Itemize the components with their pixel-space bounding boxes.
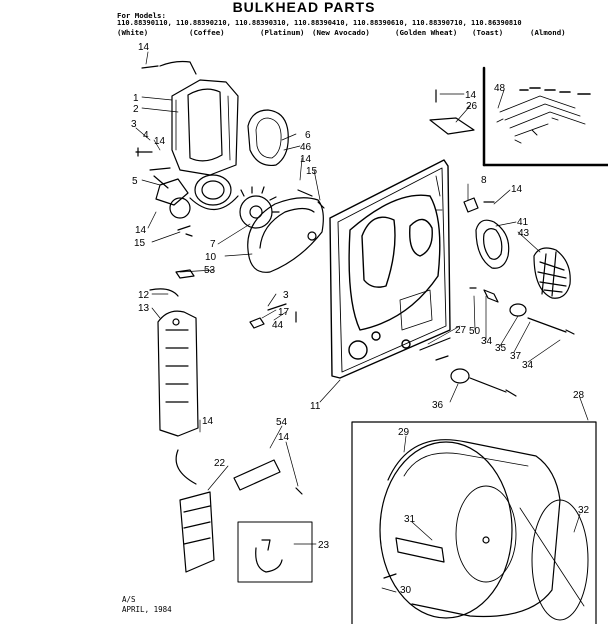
duct-housing bbox=[171, 79, 239, 176]
kit-part bbox=[255, 539, 283, 573]
callout-label: 27 bbox=[455, 325, 467, 336]
callout-labels: 14 1 2 3 4 14 5 14 15 6 46 14 15 7 10 53… bbox=[131, 42, 590, 596]
callout-label: 8 bbox=[481, 175, 487, 186]
page-title: BULKHEAD PARTS bbox=[232, 0, 376, 15]
screw bbox=[297, 189, 325, 209]
switch bbox=[249, 303, 297, 329]
callout-label: 4 bbox=[143, 130, 149, 141]
callout-label: 44 bbox=[272, 320, 284, 331]
callout-label: 15 bbox=[306, 166, 318, 177]
callout-label: 31 bbox=[404, 514, 416, 525]
callout-label: 36 bbox=[432, 400, 444, 411]
callout-label: 41 bbox=[517, 217, 529, 228]
callout-label: 3 bbox=[131, 119, 137, 130]
callout-label: 30 bbox=[400, 585, 412, 596]
clip bbox=[175, 269, 195, 279]
callout-label: 26 bbox=[466, 101, 478, 112]
callout-label: 37 bbox=[510, 351, 522, 362]
kit-box bbox=[237, 521, 313, 583]
footer-as: A/S bbox=[122, 595, 136, 604]
callout-label: 10 bbox=[205, 252, 217, 263]
callout-label: 13 bbox=[138, 303, 150, 314]
bracket bbox=[429, 117, 475, 135]
bracket-small bbox=[463, 197, 495, 213]
callout-label: 54 bbox=[276, 417, 288, 428]
drum-inset bbox=[351, 421, 597, 624]
models-label: For Models: bbox=[117, 11, 166, 20]
leader-lines bbox=[135, 51, 589, 593]
callout-label: 34 bbox=[522, 360, 534, 371]
callout-label: 14 bbox=[135, 225, 147, 236]
bulkhead-panel bbox=[329, 159, 451, 379]
models-line: 110.88390110, 110.88390210, 110.88390310… bbox=[117, 19, 522, 27]
callout-label: 46 bbox=[300, 142, 312, 153]
wire-clip bbox=[141, 60, 197, 75]
callout-label: 32 bbox=[578, 505, 590, 516]
color-golden-wheat: (Golden Wheat) bbox=[395, 28, 458, 37]
screw bbox=[295, 487, 303, 495]
callout-label: 1 bbox=[133, 93, 139, 104]
callout-label: 7 bbox=[210, 239, 216, 250]
callout-label: 15 bbox=[134, 238, 146, 249]
color-almond: (Almond) bbox=[530, 28, 566, 37]
footer-date: APRIL, 1984 bbox=[122, 605, 172, 614]
color-toast: (Toast) bbox=[472, 28, 504, 37]
callout-label: 43 bbox=[518, 228, 530, 239]
callout-label: 17 bbox=[278, 307, 290, 318]
gasket-ring bbox=[247, 109, 289, 167]
callout-label: 14 bbox=[154, 136, 166, 147]
color-coffee: (Coffee) bbox=[189, 28, 225, 37]
drum-rollers bbox=[419, 287, 575, 397]
callout-label: 14 bbox=[138, 42, 150, 53]
callout-label: 12 bbox=[138, 290, 150, 301]
callout-label: 14 bbox=[278, 432, 290, 443]
fan-bracket bbox=[149, 167, 239, 219]
callout-label: 50 bbox=[469, 326, 481, 337]
callout-label: 14 bbox=[465, 90, 477, 101]
bracket-54 bbox=[233, 459, 281, 491]
screw bbox=[177, 225, 193, 237]
callout-label: 3 bbox=[283, 290, 289, 301]
callout-label: 5 bbox=[132, 176, 138, 187]
screw bbox=[135, 147, 153, 157]
timer-assembly bbox=[175, 449, 215, 573]
callout-label: 14 bbox=[511, 184, 523, 195]
callout-label: 11 bbox=[310, 401, 321, 412]
callout-label: 14 bbox=[300, 154, 312, 165]
callout-label: 48 bbox=[494, 83, 506, 94]
callout-label: 29 bbox=[398, 427, 410, 438]
callout-label: 53 bbox=[204, 265, 216, 276]
color-white: (White) bbox=[117, 28, 149, 37]
callout-label: 2 bbox=[133, 104, 139, 115]
callout-label: 22 bbox=[214, 458, 226, 469]
callout-label: 23 bbox=[318, 540, 330, 551]
color-new-avocado: (New Avocado) bbox=[312, 28, 370, 37]
lint-filter bbox=[475, 219, 510, 269]
callout-label: 28 bbox=[573, 390, 585, 401]
callout-label: 14 bbox=[202, 416, 214, 427]
callout-label: 6 bbox=[305, 130, 311, 141]
color-platinum: (Platinum) bbox=[260, 28, 305, 37]
callout-label: 35 bbox=[495, 343, 507, 354]
callout-label: 34 bbox=[481, 336, 493, 347]
terminal-board bbox=[149, 288, 199, 437]
blower-housing bbox=[239, 186, 324, 273]
wire-harness-inset bbox=[482, 66, 608, 167]
lint-screen bbox=[533, 247, 571, 299]
